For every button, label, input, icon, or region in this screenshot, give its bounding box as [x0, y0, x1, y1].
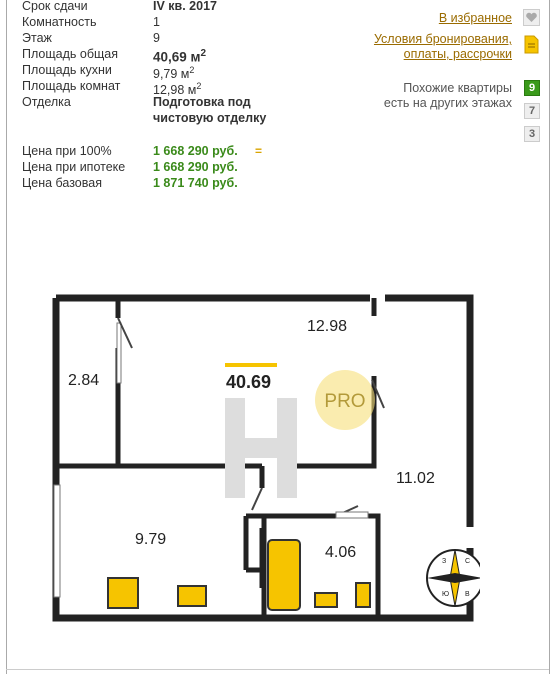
floor-badge-active[interactable]: 9	[524, 80, 540, 96]
heart-icon	[526, 12, 537, 22]
pro-watermark: PRO	[324, 391, 365, 412]
spec-value: 9,79 м2	[153, 65, 195, 82]
compass-east: В	[465, 591, 470, 598]
bathtub-icon	[267, 539, 301, 611]
spec-value: 12,98 м2	[153, 81, 202, 98]
sink-icon	[177, 585, 207, 607]
floor-badge[interactable]: 7	[524, 103, 540, 119]
similar-apartments-text: Похожие квартиры есть на других этажах	[383, 81, 512, 110]
compass-west: З	[442, 558, 446, 565]
document-icon	[524, 35, 539, 54]
price-value: 1 668 290 руб.	[153, 160, 238, 174]
booking-terms-link[interactable]: Условия бронирования, оплаты, рассрочки	[373, 32, 512, 61]
room-area-label: 11.02	[396, 470, 435, 487]
spec-label: Площадь кухни	[22, 63, 112, 77]
spec-label: Отделка	[22, 95, 71, 109]
floor-badge[interactable]: 3	[524, 126, 540, 142]
spec-label: Площадь комнат	[22, 79, 121, 93]
room-area-label: 2.84	[68, 372, 99, 389]
compass-south: Ю	[442, 591, 449, 598]
price-value: 1 668 290 руб.	[153, 144, 238, 158]
price-label: Цена при 100%	[22, 144, 112, 158]
spec-value-line2: чистовую отделку	[153, 111, 267, 125]
heart-button[interactable]	[523, 9, 540, 26]
stove-icon	[107, 577, 139, 609]
price-label: Цена при ипотеке	[22, 160, 126, 174]
equals-icon: =	[255, 144, 263, 158]
spec-value: 1	[153, 15, 160, 29]
add-to-favorites-link[interactable]: В избранное	[438, 11, 512, 25]
compass-icon: З С Ю В	[426, 549, 480, 607]
spec-label: Срок сдачи	[22, 0, 88, 13]
accent-bar	[225, 363, 277, 367]
room-area-label: 9.79	[135, 531, 166, 548]
spec-label: Этаж	[22, 31, 52, 45]
compass-north: С	[465, 558, 470, 565]
spec-value-line1: Подготовка под	[153, 95, 251, 109]
divider	[6, 669, 549, 670]
room-area-label: 12.98	[307, 318, 347, 335]
toilet-icon	[355, 582, 371, 608]
pro-watermark-circle	[315, 370, 375, 430]
price-value: 1 871 740 руб.	[153, 176, 238, 190]
spec-value: 40,69 м2	[153, 48, 207, 65]
spec-value: IV кв. 2017	[153, 0, 217, 13]
content-frame	[6, 0, 550, 674]
spec-label: Комнатность	[22, 15, 97, 29]
price-label: Цена базовая	[22, 176, 102, 190]
spec-label: Площадь общая	[22, 47, 119, 61]
spec-value: 9	[153, 31, 160, 45]
floor-plan[interactable]: PRO 12.98 2.84 40.69 11.02 9.79 4.06 З С…	[40, 288, 480, 628]
total-area-label: 40.69	[226, 372, 271, 392]
room-area-label: 4.06	[325, 544, 356, 561]
washbasin-icon	[314, 592, 338, 608]
document-button[interactable]	[523, 35, 540, 54]
